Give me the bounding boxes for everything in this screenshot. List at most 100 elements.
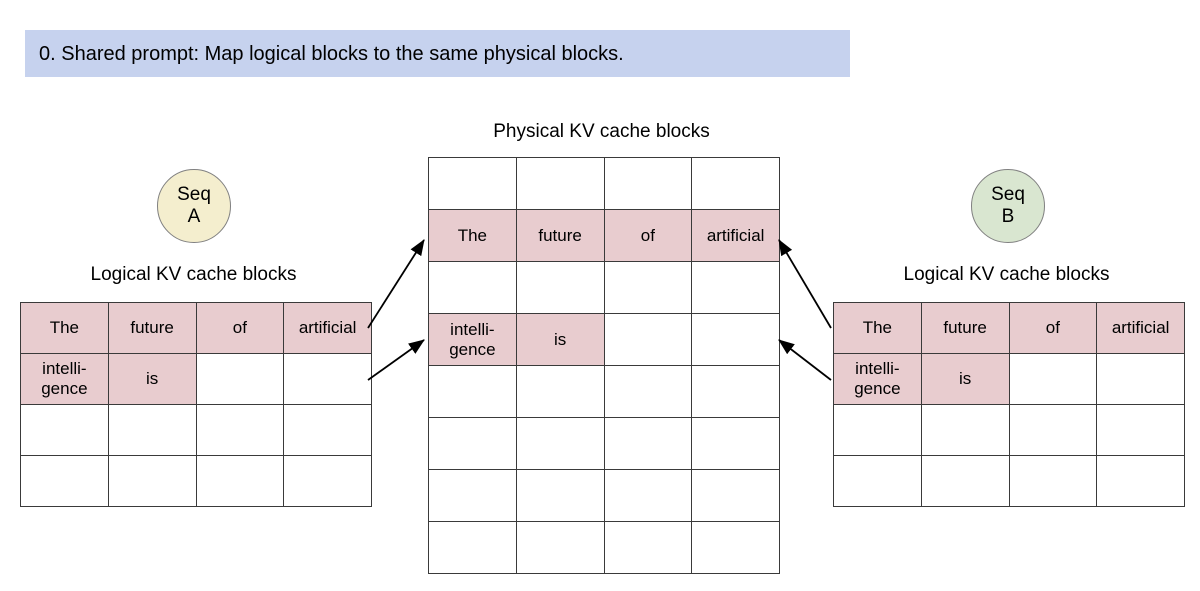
seq-b-badge: Seq B bbox=[971, 169, 1045, 243]
block-cell: intelli-gence bbox=[428, 313, 517, 366]
block-cell bbox=[691, 261, 780, 314]
table-row bbox=[833, 455, 1185, 507]
block-cell bbox=[691, 469, 780, 522]
block-cell-text: The bbox=[49, 318, 80, 337]
seq-a-label-line1: Seq bbox=[177, 184, 211, 205]
block-cell-text: artificial bbox=[1111, 318, 1170, 337]
block-cell bbox=[515, 365, 605, 418]
block-cell-text: is bbox=[145, 369, 159, 388]
block-cell bbox=[603, 157, 693, 210]
block-cell bbox=[691, 417, 780, 470]
header-banner-text: 0. Shared prompt: Map logical blocks to … bbox=[39, 42, 624, 65]
block-cell-text: intelli- bbox=[855, 359, 900, 378]
block-cell bbox=[283, 455, 372, 507]
block-cell bbox=[195, 455, 285, 507]
block-cell: intelli-gence bbox=[20, 353, 109, 405]
block-cell bbox=[833, 455, 922, 507]
table-row bbox=[428, 365, 780, 418]
block-cell: The bbox=[20, 302, 109, 354]
block-cell bbox=[603, 469, 693, 522]
block-cell: artificial bbox=[1096, 302, 1185, 354]
block-cell bbox=[428, 365, 517, 418]
block-cell: of bbox=[603, 209, 693, 262]
block-cell: intelli-gence bbox=[833, 353, 922, 405]
block-cell-text: is bbox=[553, 329, 567, 349]
block-cell bbox=[195, 353, 285, 405]
seq-b-label-line1: Seq bbox=[991, 184, 1025, 205]
block-cell bbox=[283, 353, 372, 405]
block-cell-text: artificial bbox=[298, 318, 357, 337]
block-cell-text: of bbox=[1045, 318, 1060, 337]
block-cell bbox=[920, 404, 1010, 456]
block-cell-text: is bbox=[958, 369, 972, 388]
block-cell bbox=[691, 365, 780, 418]
block-cell bbox=[107, 404, 197, 456]
block-cell bbox=[515, 521, 605, 574]
block-cell bbox=[428, 261, 517, 314]
table-row: The future of artificial bbox=[833, 302, 1185, 354]
block-cell bbox=[1008, 353, 1098, 405]
table-row: The future of artificial bbox=[428, 209, 780, 262]
physical-blocks-title: Physical KV cache blocks bbox=[493, 121, 710, 142]
block-cell-text: future bbox=[538, 225, 582, 245]
arrow-seq-b-row1-to-physical-row2 bbox=[778, 239, 832, 329]
block-cell bbox=[1096, 404, 1185, 456]
table-row bbox=[833, 404, 1185, 456]
arrow-seq-a-row2-to-physical-row4 bbox=[367, 339, 425, 381]
block-cell: of bbox=[195, 302, 285, 354]
table-row bbox=[428, 417, 780, 470]
block-cell: The bbox=[428, 209, 517, 262]
table-row bbox=[20, 404, 372, 456]
arrow-seq-b-row2-to-physical-row4 bbox=[778, 339, 832, 381]
block-cell bbox=[107, 455, 197, 507]
block-cell-text: of bbox=[232, 318, 247, 337]
block-cell: of bbox=[1008, 302, 1098, 354]
block-cell bbox=[283, 404, 372, 456]
block-cell bbox=[833, 404, 922, 456]
header-banner: 0. Shared prompt: Map logical blocks to … bbox=[25, 30, 850, 77]
block-cell bbox=[1008, 404, 1098, 456]
block-cell bbox=[1096, 455, 1185, 507]
block-cell bbox=[195, 404, 285, 456]
block-cell bbox=[920, 455, 1010, 507]
block-cell-text: The bbox=[457, 225, 488, 245]
right-logical-kv-cache-table: The future of artificial intelli-gence is bbox=[833, 302, 1185, 507]
left-logical-blocks-title: Logical KV cache blocks bbox=[90, 264, 297, 285]
block-cell-text: intelli- bbox=[450, 319, 495, 339]
seq-a-label-line2: A bbox=[187, 206, 201, 227]
table-row bbox=[428, 521, 780, 574]
block-cell-text: The bbox=[862, 318, 893, 337]
block-cell: The bbox=[833, 302, 922, 354]
block-cell bbox=[1096, 353, 1185, 405]
left-logical-kv-cache-table: The future of artificial intelli-gence is bbox=[20, 302, 372, 507]
block-cell: artificial bbox=[691, 209, 780, 262]
physical-kv-cache-table: The future of artificial intelli-gence is bbox=[428, 157, 780, 574]
block-cell bbox=[603, 365, 693, 418]
block-cell bbox=[691, 521, 780, 574]
block-cell bbox=[20, 404, 109, 456]
table-row bbox=[20, 455, 372, 507]
block-cell-text: gence bbox=[449, 339, 496, 359]
table-row: The future of artificial bbox=[20, 302, 372, 354]
block-cell-text: gence bbox=[41, 379, 88, 398]
block-cell bbox=[515, 417, 605, 470]
block-cell-text: future bbox=[130, 318, 174, 337]
block-cell-text: artificial bbox=[706, 225, 765, 245]
block-cell: future bbox=[107, 302, 197, 354]
block-cell bbox=[515, 157, 605, 210]
block-cell bbox=[428, 469, 517, 522]
block-cell-text: future bbox=[943, 318, 987, 337]
block-cell bbox=[428, 521, 517, 574]
block-cell bbox=[20, 455, 109, 507]
block-cell bbox=[515, 261, 605, 314]
block-cell bbox=[603, 313, 693, 366]
table-row bbox=[428, 261, 780, 314]
block-cell: future bbox=[515, 209, 605, 262]
block-cell bbox=[691, 313, 780, 366]
block-cell bbox=[1008, 455, 1098, 507]
block-cell: is bbox=[515, 313, 605, 366]
table-row bbox=[428, 157, 780, 210]
block-cell-text: gence bbox=[854, 379, 901, 398]
block-cell-text: intelli- bbox=[42, 359, 87, 378]
block-cell bbox=[428, 157, 517, 210]
